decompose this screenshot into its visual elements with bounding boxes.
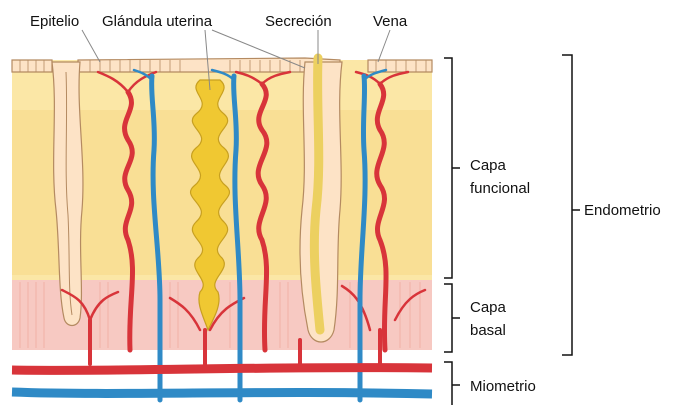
label-endometrio: Endometrio <box>584 202 661 219</box>
label-epitelio: Epitelio <box>30 13 79 30</box>
secretion-channel <box>314 58 320 330</box>
label-secrecion: Secreción <box>265 13 332 30</box>
label-glandula-uterina: Glándula uterina <box>102 13 213 30</box>
label-capa-funcional-line2: funcional <box>470 180 530 197</box>
bracket-capa-basal <box>444 284 452 352</box>
myometrium-artery <box>12 368 432 371</box>
label-capa-funcional-line1: Capa <box>470 157 507 174</box>
label-capa-basal-line1: Capa <box>470 299 507 316</box>
bracket-capa-funcional <box>444 58 452 278</box>
bracket-endometrio <box>562 55 572 355</box>
bracket-miometrio <box>444 362 452 405</box>
label-miometrio: Miometrio <box>470 378 536 395</box>
label-capa-basal-line2: basal <box>470 322 506 339</box>
myometrium-vein <box>12 392 432 394</box>
label-vena: Vena <box>373 13 408 30</box>
